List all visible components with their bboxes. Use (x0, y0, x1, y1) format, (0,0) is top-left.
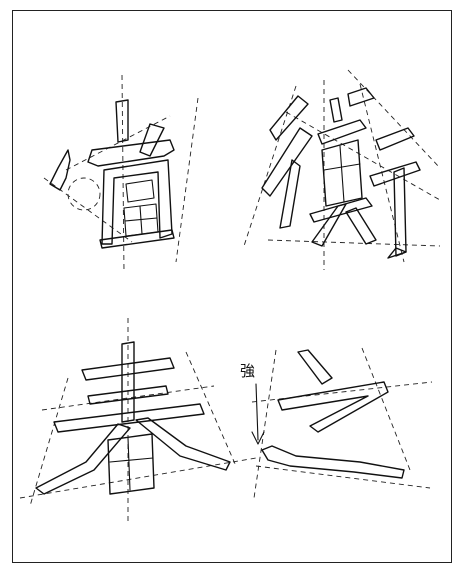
page-border (12, 10, 452, 563)
dang-guide-lines (43, 74, 199, 273)
character-chun (19, 318, 257, 522)
zhi-guide-lines (251, 347, 433, 499)
character-dang (43, 74, 199, 273)
character-zhi (251, 347, 433, 499)
annotation-arrow-line (255, 383, 259, 441)
annotation-arrow-head (251, 431, 265, 445)
annotation-qiang: 強 (240, 362, 265, 445)
chun-guide-lines (19, 318, 257, 522)
annotation-label: 強 (240, 362, 255, 380)
character-heng (243, 69, 441, 270)
